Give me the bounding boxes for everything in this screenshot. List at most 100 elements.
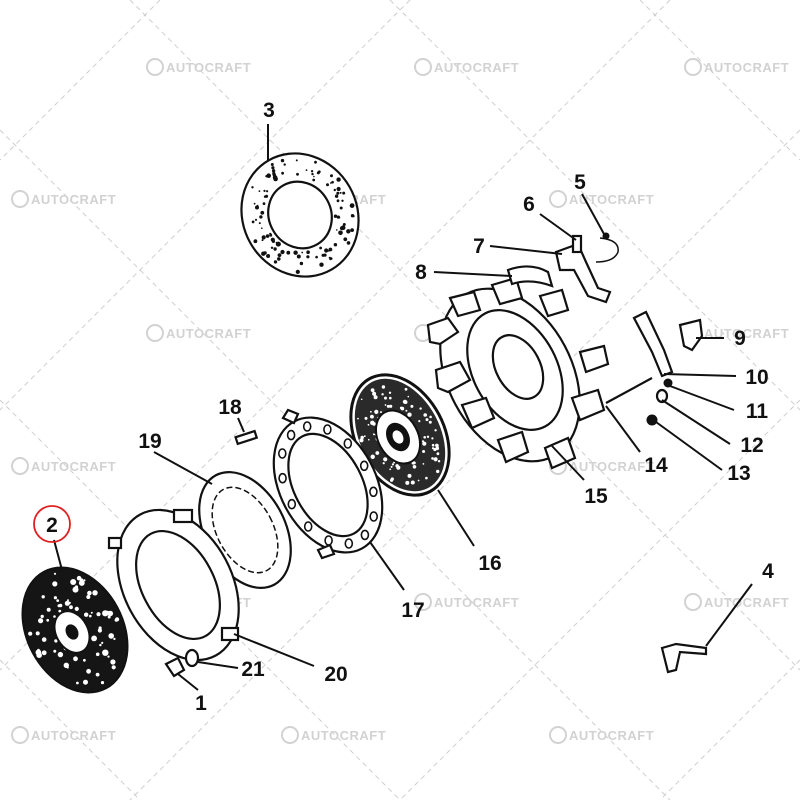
texture-dot [339, 206, 343, 210]
part-number-4: 4 [762, 560, 774, 583]
watermark: AUTOCRAFT [11, 726, 116, 744]
texture-dot [280, 249, 285, 255]
texture-dot [381, 385, 386, 389]
texture-dot [388, 391, 392, 394]
texture-dot [255, 205, 259, 210]
texture-dot [99, 643, 102, 647]
texture-dot [314, 160, 317, 164]
bolt-hole [369, 511, 379, 522]
texture-dot [410, 480, 415, 485]
texture-dot [110, 659, 116, 665]
texture-dot [107, 655, 110, 658]
texture-dot [338, 187, 341, 190]
texture-dot [35, 631, 40, 636]
texture-dot [425, 418, 429, 422]
texture-dot [102, 649, 109, 656]
texture-dot [433, 447, 437, 452]
texture-dot [327, 250, 330, 252]
texture-dot [412, 465, 417, 469]
svg-text:AUTOCRAFT: AUTOCRAFT [569, 728, 654, 743]
texture-dot [342, 223, 346, 226]
texture-dot [357, 417, 359, 420]
texture-dot [310, 170, 314, 173]
texture-dot [417, 479, 420, 482]
texture-dot [263, 195, 267, 198]
texture-dot [76, 681, 79, 685]
texture-dot [372, 433, 375, 436]
texture-dot [425, 476, 428, 480]
texture-dot [90, 611, 93, 614]
texture-dot [421, 440, 425, 443]
texture-dot [407, 473, 412, 478]
texture-dot [390, 478, 394, 482]
svg-text:AUTOCRAFT: AUTOCRAFT [569, 192, 654, 207]
texture-dot [296, 172, 299, 176]
texture-dot [57, 651, 64, 658]
texture-dot [343, 237, 348, 242]
svg-text:AUTOCRAFT: AUTOCRAFT [31, 728, 116, 743]
texture-dot [431, 437, 434, 440]
texture-dot [402, 399, 407, 404]
texture-dot [391, 463, 394, 466]
texture-dot [382, 462, 385, 465]
texture-dot [86, 668, 91, 674]
texture-dot [375, 451, 380, 455]
texture-dot [349, 203, 355, 209]
texture-dot [407, 395, 410, 398]
texture-dot [100, 681, 105, 685]
texture-dot [273, 260, 278, 264]
texture-dot [113, 637, 116, 641]
part-number-2: 2 [46, 514, 58, 537]
texture-dot [101, 641, 104, 645]
texture-dot [266, 173, 272, 178]
svg-text:AUTOCRAFT: AUTOCRAFT [704, 60, 789, 75]
texture-dot [40, 614, 44, 619]
texture-dot [319, 262, 324, 267]
texture-dot [367, 423, 370, 426]
texture-dot [301, 251, 304, 254]
texture-dot [68, 601, 71, 605]
texture-dot [28, 631, 33, 636]
part-number-1: 1 [195, 692, 207, 715]
texture-dot [336, 229, 338, 231]
texture-dot [83, 579, 86, 582]
part-number-5: 5 [574, 171, 586, 194]
texture-dot [38, 618, 44, 624]
texture-dot [263, 189, 266, 192]
part-1-bolt [164, 656, 186, 678]
texture-dot [410, 404, 414, 408]
texture-dot [89, 614, 92, 618]
texture-dot [108, 633, 114, 639]
texture-dot [364, 416, 368, 420]
part-4-l-bar [660, 642, 708, 674]
watermark: AUTOCRAFT [11, 457, 116, 475]
texture-dot [330, 174, 333, 178]
texture-dot [261, 227, 263, 229]
texture-dot [251, 220, 255, 224]
texture-dot [334, 194, 339, 198]
watermark: AUTOCRAFT [414, 58, 519, 76]
texture-dot [336, 177, 341, 182]
part-number-19: 19 [138, 430, 161, 453]
texture-dot [422, 441, 427, 446]
texture-dot [389, 468, 392, 471]
texture-dot [313, 175, 315, 178]
part-11-washer [663, 378, 673, 388]
texture-dot [324, 248, 329, 253]
texture-dot [254, 218, 258, 221]
bolt-hole [303, 521, 313, 532]
texture-dot [253, 202, 256, 205]
texture-dot [69, 605, 73, 610]
texture-dot [53, 596, 58, 600]
texture-dot [78, 580, 85, 586]
texture-dot [111, 665, 116, 670]
texture-dot [258, 222, 261, 225]
bolt-hole [360, 529, 370, 541]
texture-dot [261, 239, 264, 242]
texture-dot [46, 607, 51, 612]
texture-dot [319, 246, 322, 250]
bolt-hole [277, 448, 287, 459]
texture-dot [41, 637, 47, 642]
part-number-16: 16 [478, 552, 501, 575]
texture-dot [261, 235, 266, 240]
